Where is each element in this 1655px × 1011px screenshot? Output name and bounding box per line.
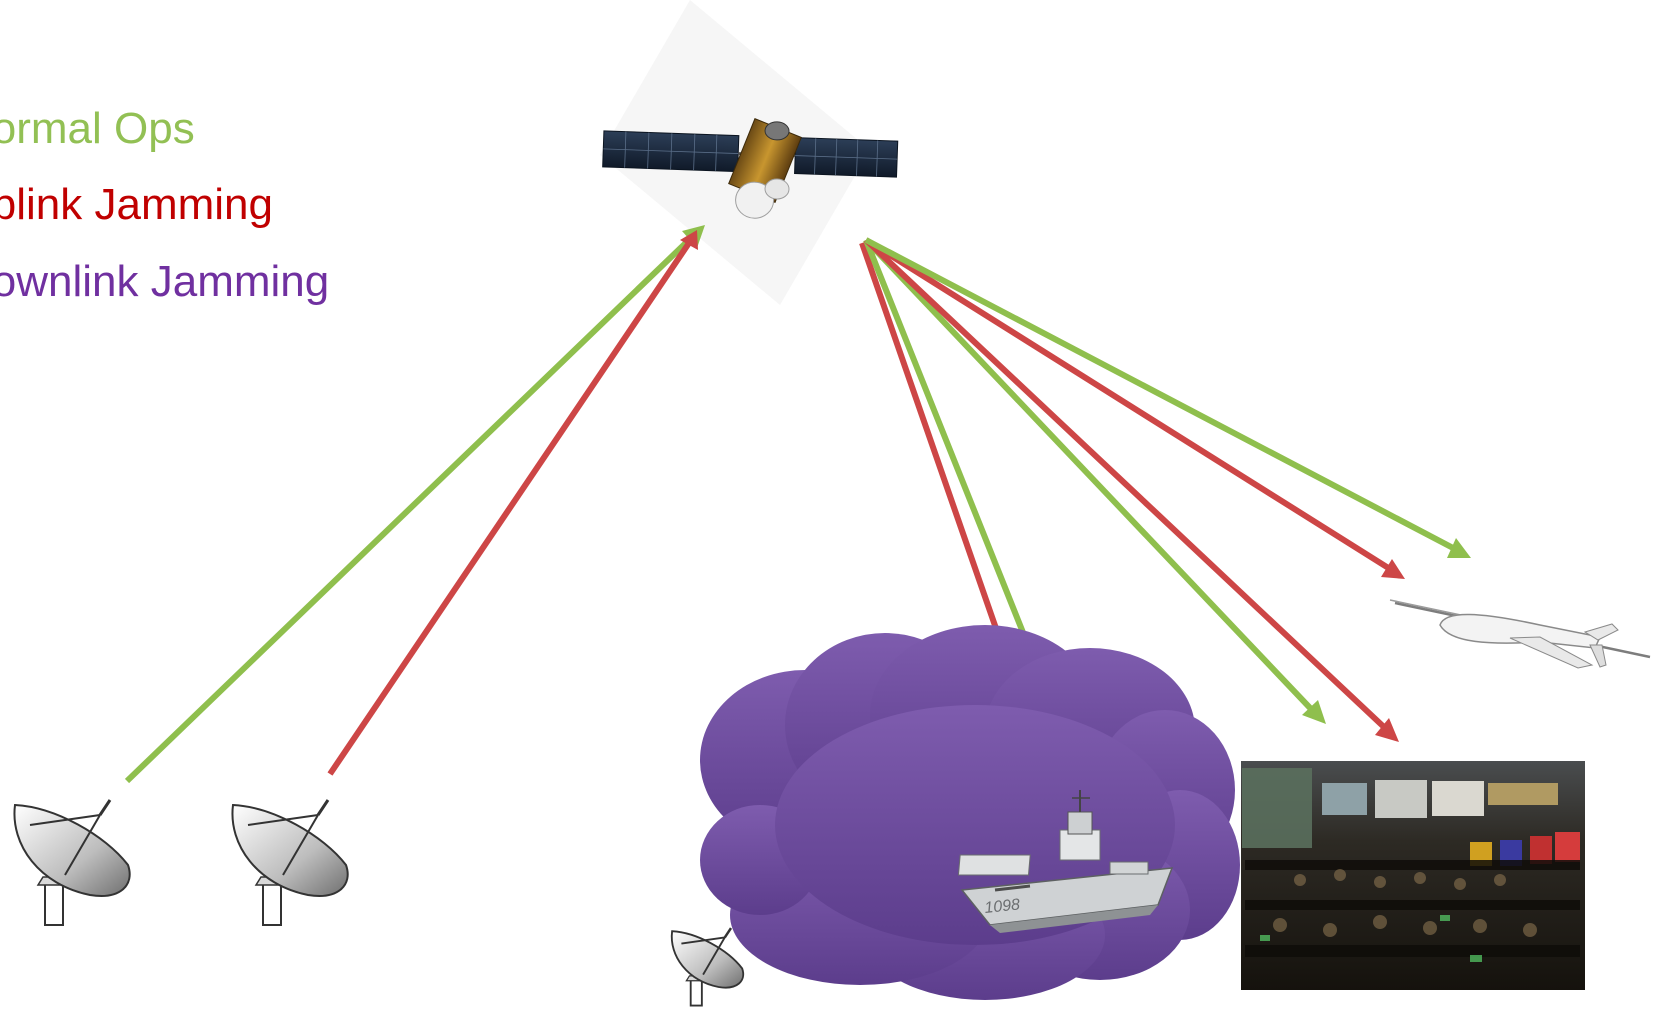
- arrow-normal-uplink: [124, 233, 696, 784]
- satellite-dish-icon: [13, 799, 131, 926]
- arrow-normal-to-drone: [864, 237, 1457, 552]
- legend-uplink-jamming: Uplink Jamming: [0, 180, 273, 229]
- arrow-normal-to-command-head: [1302, 700, 1326, 724]
- arrow-jamming-to-drone-head: [1381, 559, 1405, 579]
- arrow-normal-to-command: [863, 237, 1315, 713]
- legend-downlink-jamming: Downlink Jamming: [0, 257, 330, 306]
- arrow-jamming-to-command-head: [1375, 718, 1399, 742]
- satellite-icon: [602, 118, 899, 219]
- legend-normal-ops: Normal Ops: [0, 104, 195, 153]
- arrow-normal-to-drone-head: [1447, 538, 1471, 558]
- arrow-jamming-to-drone: [864, 237, 1392, 572]
- arrow-jamming-to-command: [863, 237, 1388, 731]
- satellite-dish-icon: [231, 799, 349, 926]
- arrow-jamming-uplink: [327, 241, 692, 776]
- ship-icon: 1098: [957, 790, 1174, 933]
- satellite-dish-icon: [670, 927, 745, 1007]
- arrow-jamming-uplink-head: [680, 230, 698, 250]
- downlink-jamming-cloud: [700, 625, 1240, 1000]
- ship-hull-number: 1098: [984, 896, 1021, 917]
- drone-icon: [1389, 599, 1651, 669]
- command-center-image: [1241, 761, 1585, 990]
